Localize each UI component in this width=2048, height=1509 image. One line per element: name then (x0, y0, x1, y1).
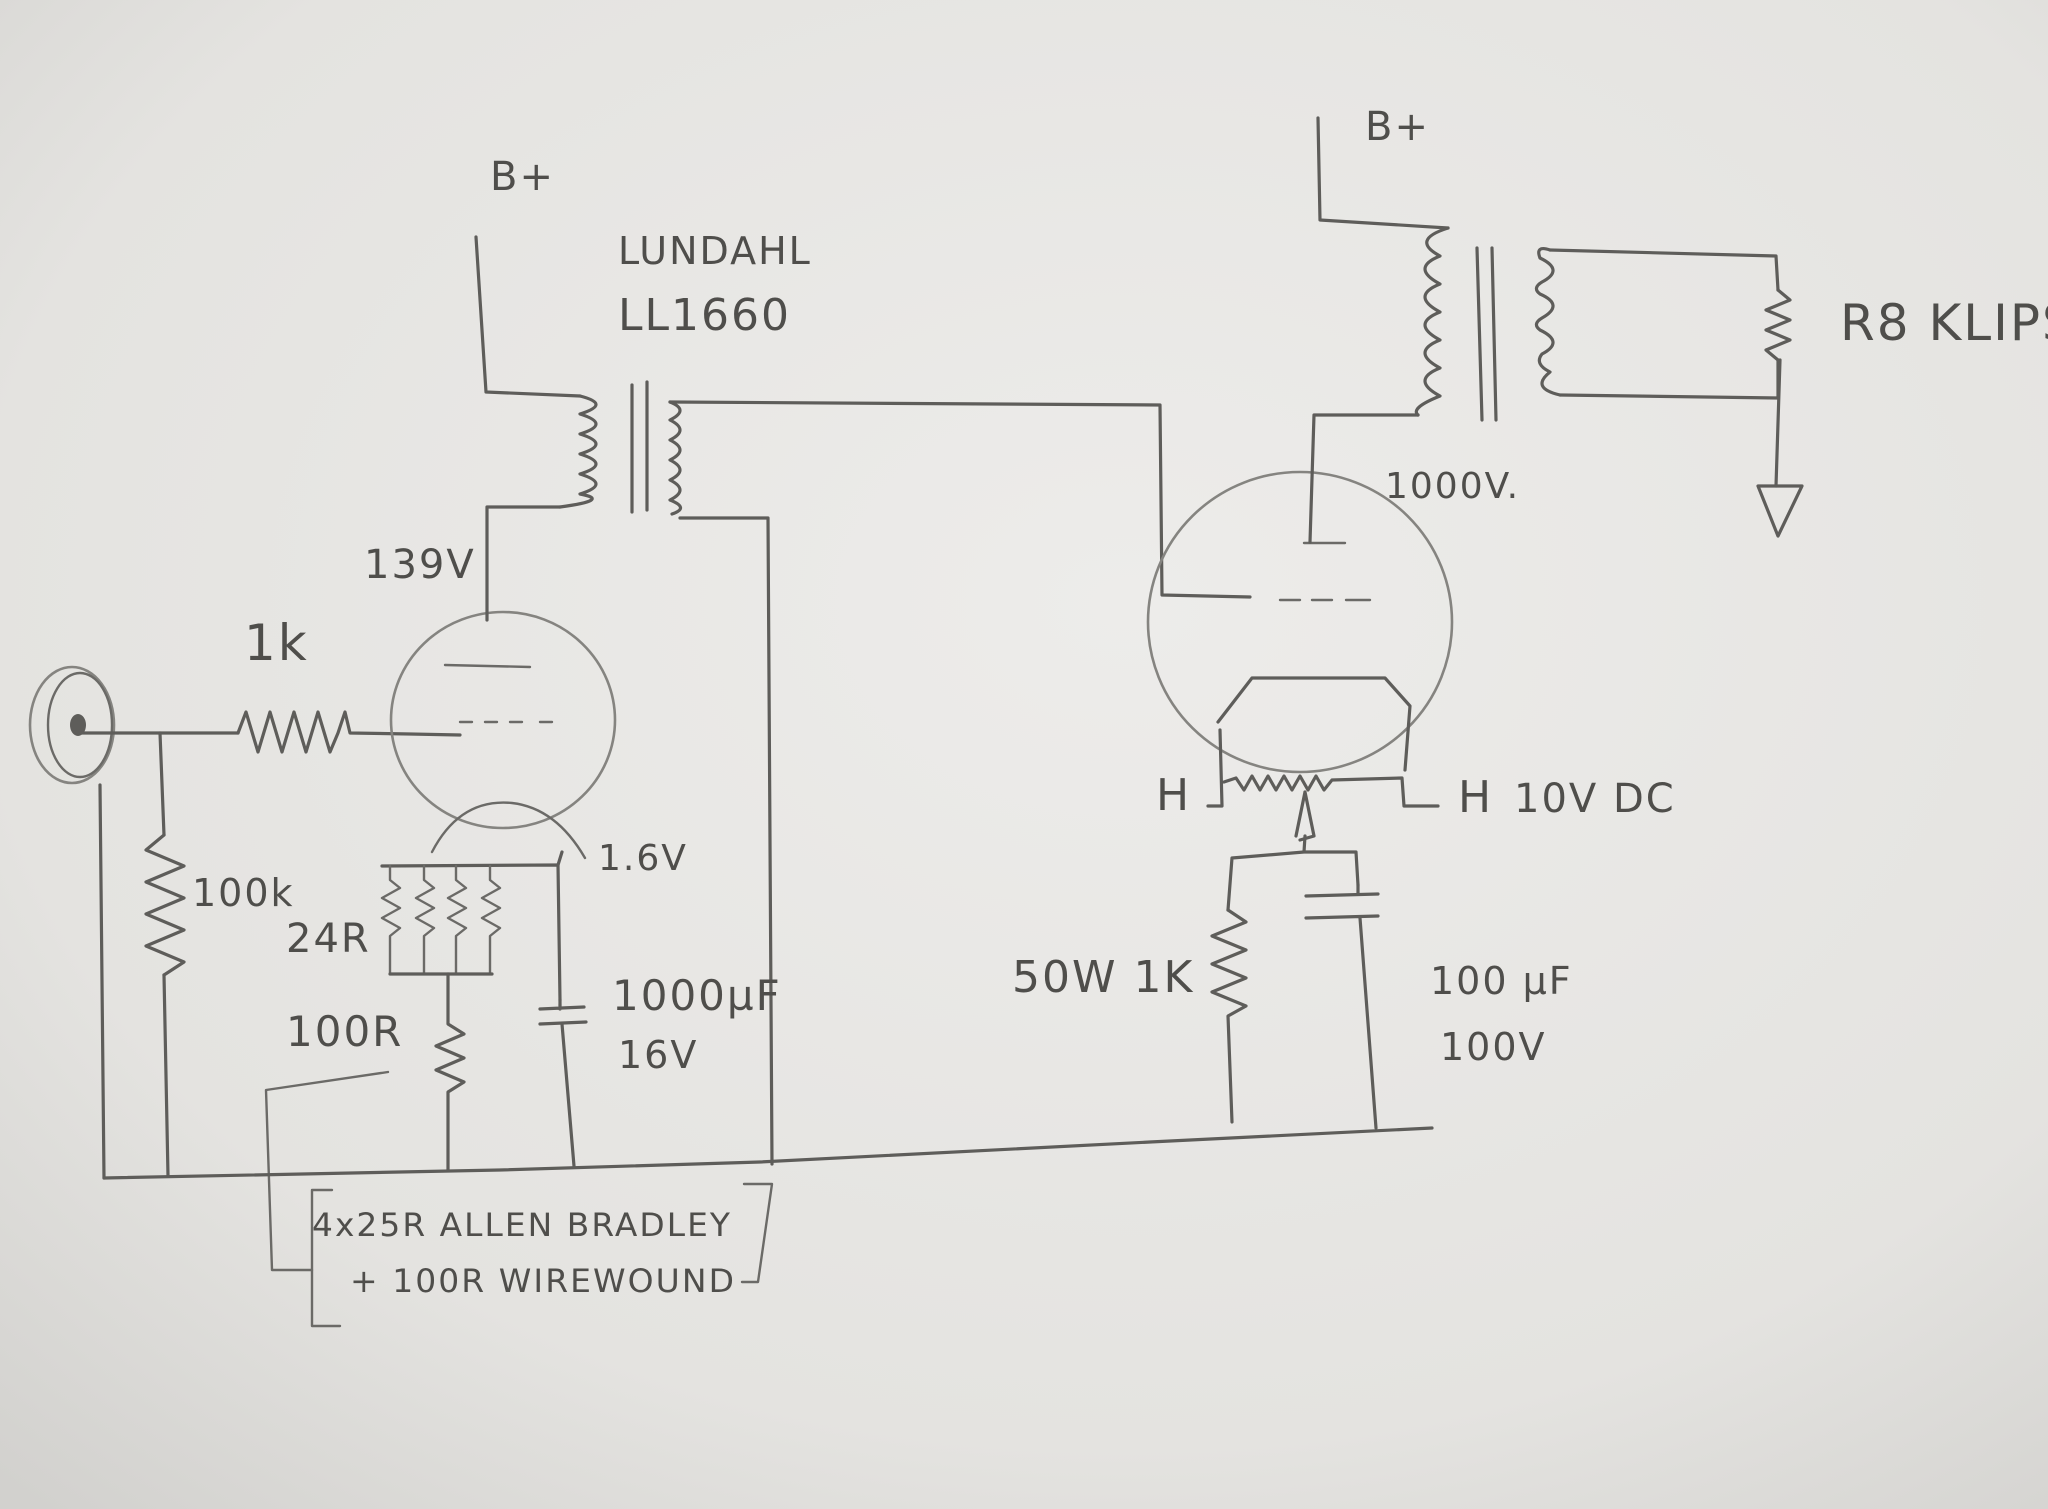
cathode-cap-voltage-label: 16V (618, 1033, 698, 1077)
output-cathode-resistor-1k (1210, 908, 1248, 1124)
ground-bus (102, 1126, 1434, 1180)
cathode-feed (556, 850, 564, 867)
transformer-make-label: LUNDAHL (618, 229, 812, 273)
interstage-secondary-top-wire (668, 400, 1252, 599)
heater-supply-label: 10V DC (1514, 776, 1676, 822)
note-bracket-right (740, 1182, 774, 1284)
input-jack (28, 665, 116, 785)
note-leader (264, 1070, 390, 1272)
jack-ground-wire (98, 783, 106, 1180)
output-cathode-capacitor-100uf (1304, 883, 1380, 1130)
output-cathode-bus (1226, 834, 1360, 912)
bplus-label-left: B+ (490, 154, 555, 200)
output-filament (1206, 728, 1440, 808)
grid-leak-wire-bottom (162, 973, 170, 1178)
interstage-secondary-bottom-wire (678, 516, 774, 1166)
output-cathode-resistor-label: 50W 1K (1012, 952, 1194, 1003)
speaker-load-r8 (1764, 288, 1792, 488)
bplus-label-right: B+ (1365, 104, 1430, 150)
cathode-parallel-resistor-label: 24R (286, 916, 371, 962)
output-secondary-coil (1534, 247, 1562, 397)
note-line-2: + 100R WIREWOUND (350, 1262, 736, 1300)
cathode-resistors-24r (380, 864, 502, 976)
interstage-primary-coil (558, 394, 598, 509)
output-plate-wire (1308, 413, 1420, 544)
grid-leak-label: 100k (192, 871, 295, 915)
output-transformer-core (1475, 246, 1498, 422)
driver-plate-voltage-label: 139V (364, 542, 476, 588)
note-bracket-left (310, 1188, 342, 1328)
heater-right-label: H (1458, 772, 1493, 823)
output-plate-voltage-label: 1000V. (1385, 466, 1520, 507)
grid-resistor-label: 1k (244, 614, 309, 672)
output-cap-value-label: 100 µF (1430, 959, 1573, 1003)
cathode-series-resistor-label: 100R (286, 1007, 403, 1056)
interstage-core (630, 380, 649, 514)
output-primary-coil (1414, 226, 1450, 417)
speaker-load-label: R8 KLIPS (1840, 294, 2048, 352)
grid-leak-resistor-100k (144, 833, 186, 977)
grid-resistor-1k (236, 710, 462, 754)
cathode-capacitor-1000uf (538, 1003, 588, 1168)
output-tube (1146, 470, 1454, 774)
cathode-cap-value-label: 1000µF (612, 971, 782, 1020)
driver-bplus-wire (474, 235, 582, 398)
cathode-voltage-label: 1.6V (598, 838, 688, 879)
grid-leak-wire-top (158, 731, 166, 837)
driver-plate-wire (485, 505, 562, 622)
output-bplus-wire (1316, 116, 1450, 230)
transformer-model-label: LL1660 (618, 290, 791, 341)
heater-left-label: H (1156, 770, 1191, 821)
cathode-resistor-100r (434, 972, 466, 1172)
output-cap-voltage-label: 100V (1440, 1025, 1547, 1069)
driver-tube (389, 610, 617, 860)
interstage-secondary-coil (668, 400, 683, 516)
note-line-1: 4x25R ALLEN BRADLEY (312, 1206, 732, 1244)
ground-symbol (1756, 484, 1804, 538)
